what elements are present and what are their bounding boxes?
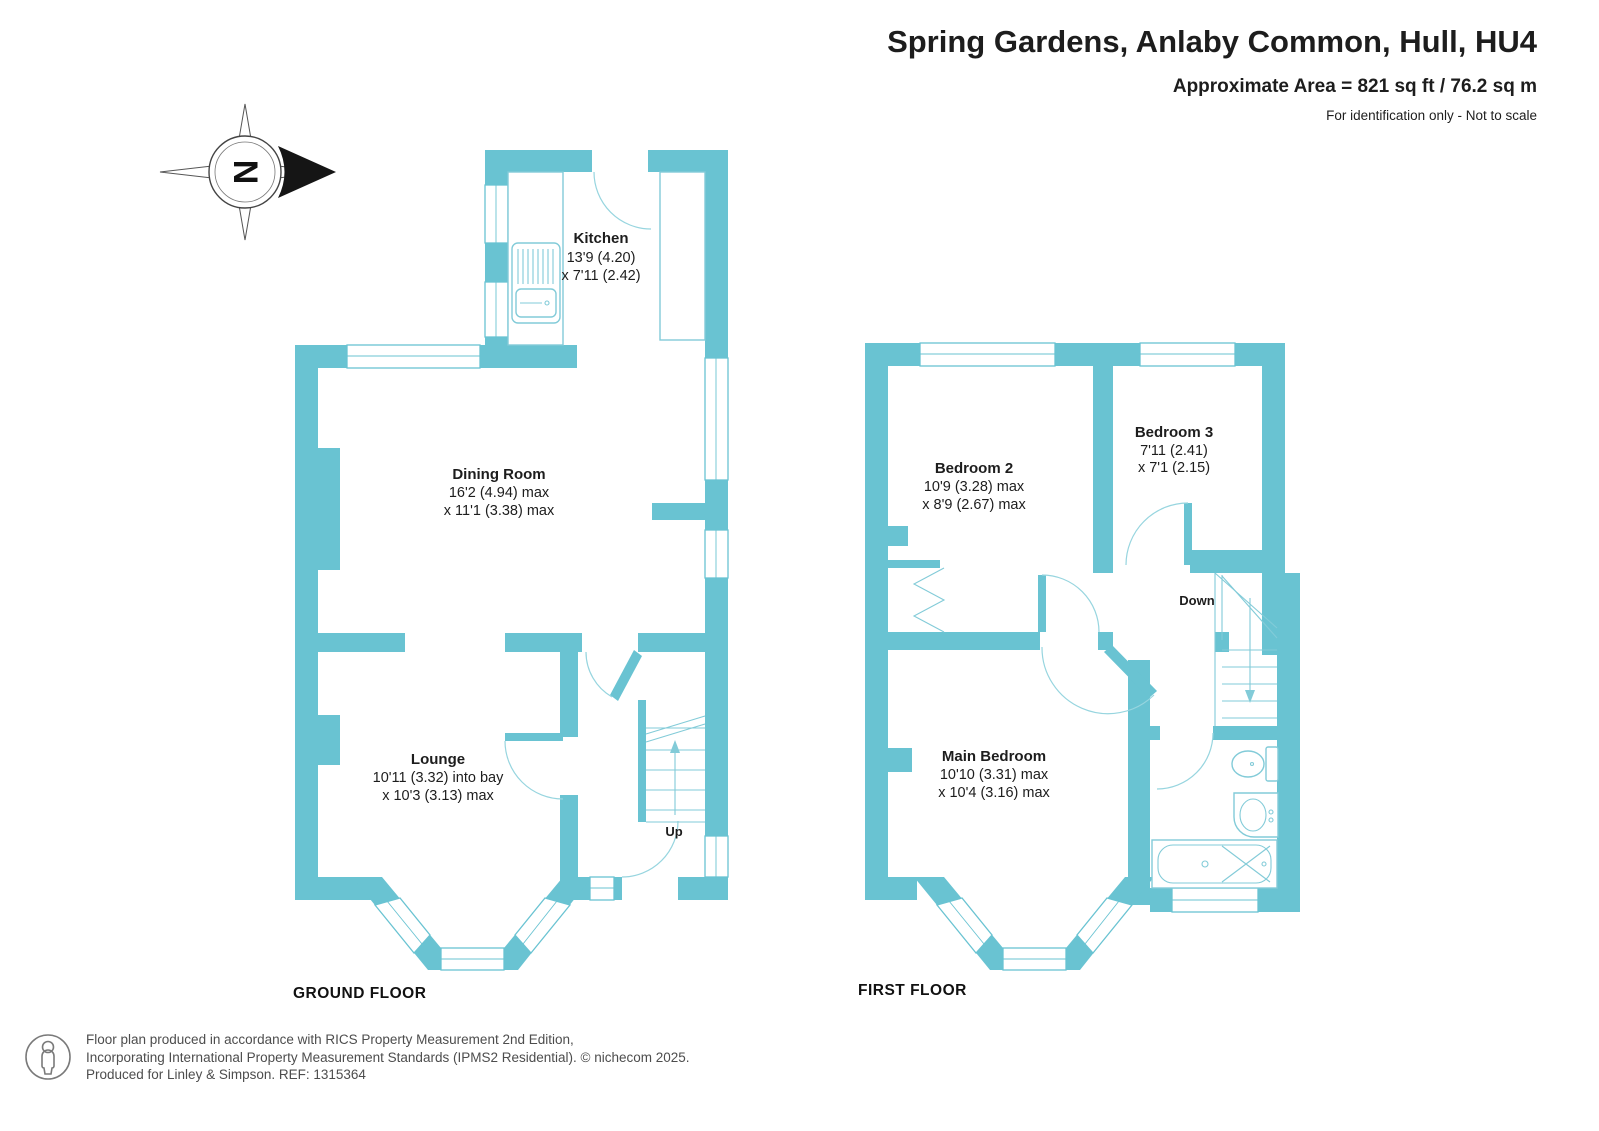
lounge-label: Lounge — [411, 751, 465, 768]
cupboard-bifold-door — [912, 567, 946, 633]
first-floor-label: FIRST FLOOR — [858, 982, 967, 999]
main-bedroom-dim1: 10'10 (3.31) max — [940, 767, 1049, 783]
ground-doors — [504, 171, 679, 878]
stairs-up-label: Up — [665, 824, 682, 839]
sink-icon — [511, 242, 561, 324]
bedroom3-dim2: x 7'1 (2.15) — [1138, 460, 1210, 476]
staircase-down: Down — [1179, 572, 1278, 726]
dining-room-dim1: 16'2 (4.94) max — [449, 485, 550, 501]
stairs-down-label: Down — [1179, 593, 1214, 608]
footer-line2: Incorporating International Property Mea… — [86, 1049, 690, 1065]
kitchen-label: Kitchen — [573, 230, 628, 247]
ground-windows — [346, 184, 729, 901]
bedroom2-dim1: 10'9 (3.28) max — [924, 479, 1025, 495]
first-floor-plan: Down Bedroom 2 10'9 (3.28) max x 8'9 (2.… — [858, 342, 1300, 999]
kitchen-dim1: 13'9 (4.20) — [567, 250, 636, 266]
bedroom3-label: Bedroom 3 — [1135, 424, 1213, 441]
kitchen-dim2: x 7'11 (2.42) — [561, 268, 640, 284]
bedroom3-dim1: 7'11 (2.41) — [1140, 443, 1208, 459]
footer: Floor plan produced in accordance with R… — [22, 1031, 690, 1084]
footer-text: Floor plan produced in accordance with R… — [86, 1031, 690, 1084]
person-icon — [25, 1034, 71, 1080]
bay-window — [913, 876, 1155, 971]
bedroom2-dim2: x 8'9 (2.67) max — [922, 497, 1026, 513]
dining-room-dim2: x 11'1 (3.38) max — [444, 503, 555, 519]
north-arrow — [278, 146, 336, 198]
staircase-up: Up — [645, 715, 706, 839]
ground-room-labels: Kitchen 13'9 (4.20) x 7'11 (2.42) Dining… — [373, 230, 641, 804]
header: Spring Gardens, Anlaby Common, Hull, HU4… — [887, 24, 1537, 123]
main-bedroom-label: Main Bedroom — [942, 748, 1046, 765]
identification-note: For identification only - Not to scale — [1326, 108, 1537, 123]
approximate-area: Approximate Area = 821 sq ft / 76.2 sq m — [1172, 76, 1537, 97]
footer-line3: Produced for Linley & Simpson. REF: 1315… — [86, 1067, 366, 1082]
lounge-dim2: x 10'3 (3.13) max — [382, 788, 494, 804]
compass-north-letter: N — [226, 160, 264, 185]
lounge-dim1: 10'11 (3.32) into bay — [373, 770, 504, 786]
page-title: Spring Gardens, Anlaby Common, Hull, HU4 — [887, 24, 1537, 59]
main-bedroom-dim2: x 10'4 (3.16) max — [938, 785, 1050, 801]
footer-line1: Floor plan produced in accordance with R… — [86, 1032, 574, 1047]
bedroom2-label: Bedroom 2 — [935, 460, 1013, 477]
toilet-icon — [1231, 746, 1279, 782]
bay-window — [351, 876, 593, 971]
dining-room-label: Dining Room — [452, 466, 545, 483]
bathtub-icon — [1151, 839, 1278, 889]
compass-icon: N — [159, 103, 336, 241]
first-room-labels: Bedroom 2 10'9 (3.28) max x 8'9 (2.67) m… — [922, 424, 1213, 801]
first-doors — [912, 502, 1214, 790]
first-windows — [919, 342, 1259, 913]
ground-floor-plan: Up Kitchen 13'9 (4.20) x 7'11 (2.42) Din… — [293, 150, 729, 1002]
ground-floor-label: GROUND FLOOR — [293, 985, 426, 1002]
first-walls — [865, 343, 1300, 912]
basin-icon — [1233, 792, 1279, 838]
